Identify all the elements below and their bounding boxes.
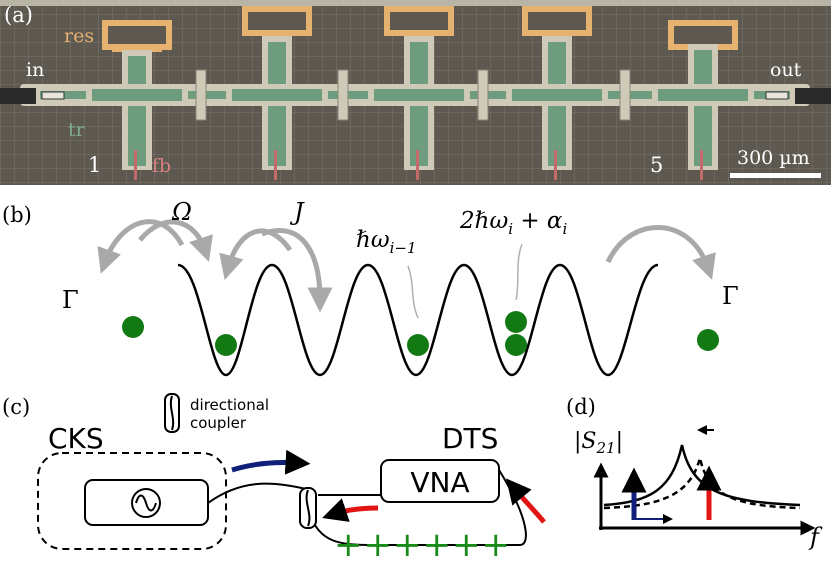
particle-well-4-lower — [505, 334, 527, 356]
reflected-signal-arrow — [322, 498, 379, 522]
x-axis-label: f — [808, 523, 823, 551]
panel-a-chip-photo: (a) res in out tr fb 1 5 300 µm — [0, 0, 831, 185]
decay-arrow-right — [605, 225, 716, 280]
scale-bar-label: 300 µm — [737, 147, 810, 169]
in-label: in — [26, 59, 44, 81]
particle-well-4-upper — [505, 311, 527, 333]
tr-label: tr — [68, 119, 86, 141]
transmon-1 — [86, 20, 188, 180]
cks-label: CKS — [48, 422, 104, 455]
particle-left — [122, 316, 144, 338]
cable-loop — [307, 469, 527, 546]
transmon-2 — [226, 6, 328, 180]
qubit-index-first: 1 — [88, 153, 101, 177]
coupler-legend-icon — [164, 393, 180, 433]
sine-source-icon — [131, 488, 161, 518]
particle-well-1 — [215, 334, 237, 356]
gamma-right-label: Γ — [722, 282, 739, 310]
hopping-arrow-left — [219, 228, 293, 281]
panel-d-label: (d) — [566, 395, 596, 419]
decay-arrow-left — [97, 219, 185, 274]
gamma-left-label: Γ — [62, 286, 79, 314]
drive-arrow — [138, 219, 213, 262]
vna-box — [380, 459, 500, 503]
res-label: res — [64, 25, 94, 47]
panel-d-spectrum: (d) |S21| f — [566, 395, 823, 551]
transmon-5 — [652, 20, 754, 180]
panel-c-label: (c) — [2, 395, 30, 419]
drive-signal-arrow — [231, 449, 311, 475]
dts-label: DTS — [442, 422, 498, 455]
resonance-curve — [603, 444, 801, 507]
shifted-resonance-curve — [603, 457, 801, 510]
qubit-index-last: 5 — [650, 153, 663, 177]
directional-coupler — [299, 487, 317, 529]
scale-bar — [730, 173, 821, 178]
amplifier-chain: ++++++ — [334, 525, 511, 562]
probe-signal-arrow — [505, 478, 546, 524]
transmon-3 — [368, 6, 470, 180]
vna-label: VNA — [410, 466, 469, 499]
panel-b-label: (b) — [2, 203, 32, 227]
panel-b-potential: (b) Ω J Γ Γ ℏωi−1 2ℏωi + αi — [2, 198, 739, 377]
hopping-arrow-right — [261, 228, 333, 313]
particle-well-3 — [407, 334, 429, 356]
double-energy-label: 2ℏωi + αi — [459, 208, 567, 238]
particle-right — [697, 329, 719, 351]
out-label: out — [770, 59, 802, 81]
panel-c-setup: (c) directional coupler CKS VNA DTS — [2, 393, 546, 562]
fb-label: fb — [152, 155, 171, 177]
coupler-legend-line1: directional — [190, 396, 269, 414]
panel-a-label: (a) — [4, 3, 33, 27]
cable-drive — [207, 482, 311, 504]
y-axis-label: |S21| — [574, 429, 623, 457]
potential-curve — [177, 263, 659, 377]
transmon-4 — [506, 6, 608, 180]
omega-label: Ω — [171, 198, 192, 226]
coupling-label: J — [289, 198, 305, 226]
coupler-legend-line2: coupler — [190, 414, 247, 432]
single-energy-label: ℏωi−1 — [356, 227, 417, 257]
